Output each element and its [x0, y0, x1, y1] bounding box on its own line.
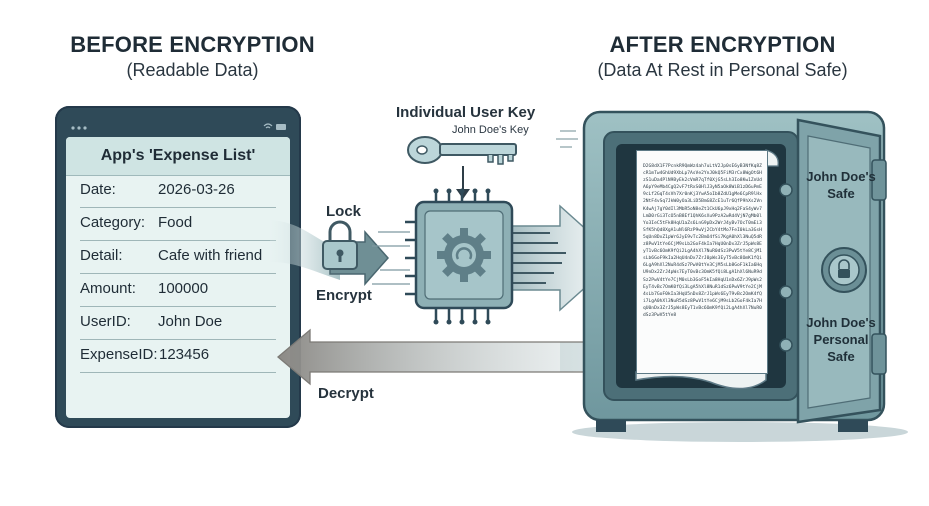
- after-encryption-title: AFTER ENCRYPTION: [609, 32, 836, 57]
- ciphertext: D2G8dX1F7PcnkR9QmWz4ah7uLtV2Jp0sE6yB3NfK…: [643, 164, 762, 318]
- safe-shadow: [572, 422, 908, 442]
- tablet-device: App's 'Expense List' Date: 2026-03-26 Ca…: [55, 106, 301, 428]
- key-owner-label: John Doe's Key: [452, 124, 529, 136]
- field-value: 100000: [158, 280, 209, 297]
- decorative-dots: [556, 130, 578, 148]
- list-item[interactable]: Category: Food: [80, 208, 276, 241]
- field-key: ExpenseID:: [80, 346, 158, 363]
- tablet-screen: App's 'Expense List' Date: 2026-03-26 Ca…: [66, 137, 290, 418]
- speed-lines: [372, 231, 410, 285]
- lock-label: Lock: [326, 203, 362, 220]
- padlock-icon: [322, 220, 358, 270]
- before-encryption-title: BEFORE ENCRYPTION: [70, 32, 315, 57]
- field-value: Food: [158, 214, 193, 231]
- list-item[interactable]: Amount: 100000: [80, 274, 276, 307]
- gear-icon: [437, 228, 491, 282]
- list-item[interactable]: ExpenseID: 123456: [80, 340, 276, 373]
- user-key-icon: [407, 136, 517, 165]
- document-curl-top: [765, 149, 779, 167]
- after-encryption-subtitle: (Data At Rest in Personal Safe): [597, 60, 848, 80]
- field-value: John Doe: [158, 313, 223, 330]
- field-value: 2026-03-26: [158, 181, 235, 198]
- list-item[interactable]: UserID: John Doe: [80, 307, 276, 340]
- field-key: Amount:: [80, 280, 136, 297]
- field-key: Category:: [80, 214, 146, 231]
- before-encryption-subtitle: (Readable Data): [126, 60, 259, 80]
- tablet-status-bar: [71, 123, 286, 130]
- app-header-title: App's 'Expense List': [100, 147, 256, 164]
- decrypt-label: Decrypt: [318, 385, 374, 402]
- safe-hinges: [779, 183, 793, 352]
- combination-dial-icon: [821, 247, 867, 293]
- encrypted-document: D2G8dX1F7PcnkR9QmWz4ah7uLtV2Jp0sE6yB3NfK…: [636, 150, 768, 374]
- encrypt-label: Encrypt: [316, 287, 372, 304]
- list-item[interactable]: Date: 2026-03-26: [80, 175, 276, 208]
- field-value: 123456: [159, 346, 210, 363]
- field-key: Detail:: [80, 247, 123, 264]
- list-item[interactable]: Detail: Cafe with friend: [80, 241, 276, 274]
- safe-door-label-bottom: John Doe's Personal Safe: [806, 315, 876, 364]
- safe-door-label-top: John Doe's Safe: [806, 169, 876, 201]
- field-key: Date:: [80, 181, 116, 198]
- document-curl: [635, 371, 767, 390]
- field-key: UserID:: [80, 313, 131, 330]
- individual-user-key-label: Individual User Key: [396, 104, 536, 121]
- field-value: Cafe with friend: [158, 247, 263, 264]
- app-header: App's 'Expense List': [66, 137, 290, 176]
